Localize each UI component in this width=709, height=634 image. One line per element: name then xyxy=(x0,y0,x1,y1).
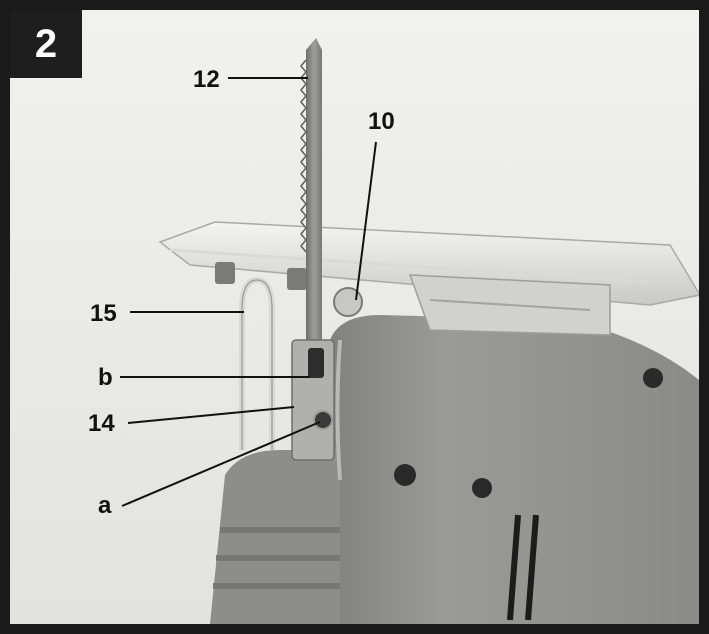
housing-edge xyxy=(335,339,342,481)
leader-a xyxy=(121,421,321,507)
callout-12: 12 xyxy=(193,66,220,93)
base-plate-edge xyxy=(169,248,651,284)
jigsaw-photo xyxy=(10,10,699,624)
vent-slot-2 xyxy=(525,514,539,621)
bracket-line xyxy=(429,299,591,311)
callout-14: 14 xyxy=(88,410,115,437)
callout-15: 15 xyxy=(90,300,117,327)
screw-hole-2 xyxy=(472,478,492,498)
blade-guard-outline xyxy=(241,279,273,450)
screw-hole-3 xyxy=(643,368,663,388)
callout-10: 10 xyxy=(368,108,395,135)
clamp-screw-a xyxy=(313,410,333,430)
leader-10 xyxy=(355,141,377,301)
jigsaw-lower-body xyxy=(210,450,340,624)
support-roller xyxy=(333,287,363,317)
jigsaw-housing xyxy=(310,315,699,624)
clamp-lever-b xyxy=(308,348,324,378)
callout-b: b xyxy=(98,364,113,391)
vent-slot-1 xyxy=(507,514,521,621)
saw-blade xyxy=(306,38,322,370)
callout-a: a xyxy=(98,492,112,519)
blade-teeth xyxy=(300,59,307,253)
leader-14 xyxy=(127,406,295,424)
figure-number-badge: 2 xyxy=(10,10,82,78)
screw-hole-1 xyxy=(394,464,416,486)
plate-screw-2 xyxy=(287,268,307,290)
plate-screw-1 xyxy=(215,262,235,284)
grip-ridges xyxy=(213,527,340,589)
